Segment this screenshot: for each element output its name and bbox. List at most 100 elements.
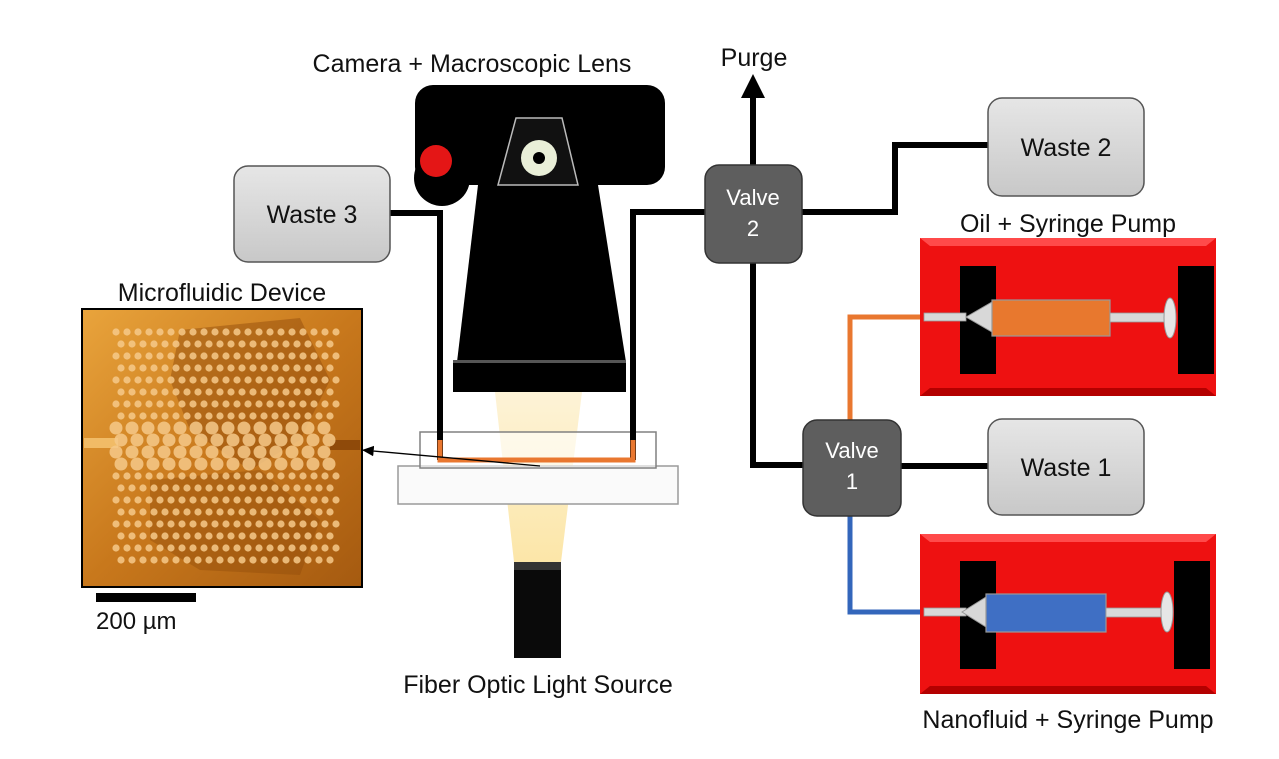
pore	[150, 364, 158, 372]
pore	[189, 520, 197, 528]
pore	[321, 472, 329, 480]
pore	[310, 376, 318, 384]
record-button-icon	[420, 145, 452, 177]
tube-waste3	[390, 210, 443, 460]
pore	[210, 457, 224, 471]
pore	[244, 520, 252, 528]
pore	[150, 340, 158, 348]
pore	[249, 364, 257, 372]
pore	[299, 328, 307, 336]
pore	[288, 376, 296, 384]
pore	[123, 472, 131, 480]
pore	[299, 400, 307, 408]
pore	[117, 364, 125, 372]
pore	[266, 352, 274, 360]
pore	[315, 532, 323, 540]
pore	[288, 328, 296, 336]
pore	[178, 328, 186, 336]
pore	[321, 376, 329, 384]
pore	[123, 400, 131, 408]
pore	[277, 496, 285, 504]
pore	[260, 412, 268, 420]
pore	[288, 472, 296, 480]
pore	[244, 352, 252, 360]
oil-channel-in-device	[437, 440, 636, 463]
pore	[117, 484, 125, 492]
pore	[189, 376, 197, 384]
pore	[332, 376, 340, 384]
pore	[205, 388, 213, 396]
pore	[315, 412, 323, 420]
pore	[222, 520, 230, 528]
pore	[167, 328, 175, 336]
tube-valve2-device	[630, 209, 708, 460]
pore	[130, 433, 144, 447]
pore	[332, 352, 340, 360]
camera-label: Camera + Macroscopic Lens	[313, 50, 632, 78]
pore	[332, 520, 340, 528]
pore	[255, 400, 263, 408]
pore	[123, 544, 131, 552]
pore	[304, 508, 312, 516]
pore	[194, 532, 202, 540]
pore	[216, 484, 224, 492]
pore	[310, 496, 318, 504]
pore	[216, 364, 224, 372]
pore	[301, 421, 315, 435]
pore	[134, 352, 142, 360]
pore	[200, 352, 208, 360]
valve-1-label-line2: 1	[846, 469, 858, 494]
pore	[183, 532, 191, 540]
purge-label: Purge	[721, 44, 788, 72]
pore	[156, 400, 164, 408]
pore	[210, 433, 224, 447]
pore	[183, 412, 191, 420]
pore	[227, 532, 235, 540]
pore	[304, 364, 312, 372]
pore	[288, 352, 296, 360]
pore	[293, 412, 301, 420]
pore	[117, 532, 125, 540]
pore	[238, 508, 246, 516]
microfluidic-device-image	[81, 308, 363, 588]
pore	[282, 508, 290, 516]
pore	[238, 532, 246, 540]
pore	[288, 400, 296, 408]
pore	[216, 556, 224, 564]
pore	[326, 484, 334, 492]
pore	[157, 445, 171, 459]
pore	[128, 340, 136, 348]
pore	[285, 445, 299, 459]
pore	[145, 520, 153, 528]
pore	[260, 532, 268, 540]
pore	[173, 445, 187, 459]
pore	[304, 532, 312, 540]
pore	[211, 520, 219, 528]
pore	[282, 412, 290, 420]
pore	[145, 328, 153, 336]
pore	[189, 472, 197, 480]
pore	[293, 340, 301, 348]
pore	[216, 412, 224, 420]
pore	[150, 532, 158, 540]
pore	[183, 556, 191, 564]
pore	[255, 544, 263, 552]
pore	[238, 340, 246, 348]
pore	[255, 352, 263, 360]
pore	[172, 556, 180, 564]
pore	[194, 433, 208, 447]
pore	[167, 400, 175, 408]
pore	[277, 544, 285, 552]
pore	[293, 556, 301, 564]
pore	[260, 364, 268, 372]
pore	[178, 457, 192, 471]
pore	[205, 532, 213, 540]
pore	[244, 544, 252, 552]
pore	[134, 472, 142, 480]
pore	[156, 520, 164, 528]
pore	[178, 433, 192, 447]
pore	[161, 412, 169, 420]
pore	[271, 340, 279, 348]
pore	[326, 532, 334, 540]
